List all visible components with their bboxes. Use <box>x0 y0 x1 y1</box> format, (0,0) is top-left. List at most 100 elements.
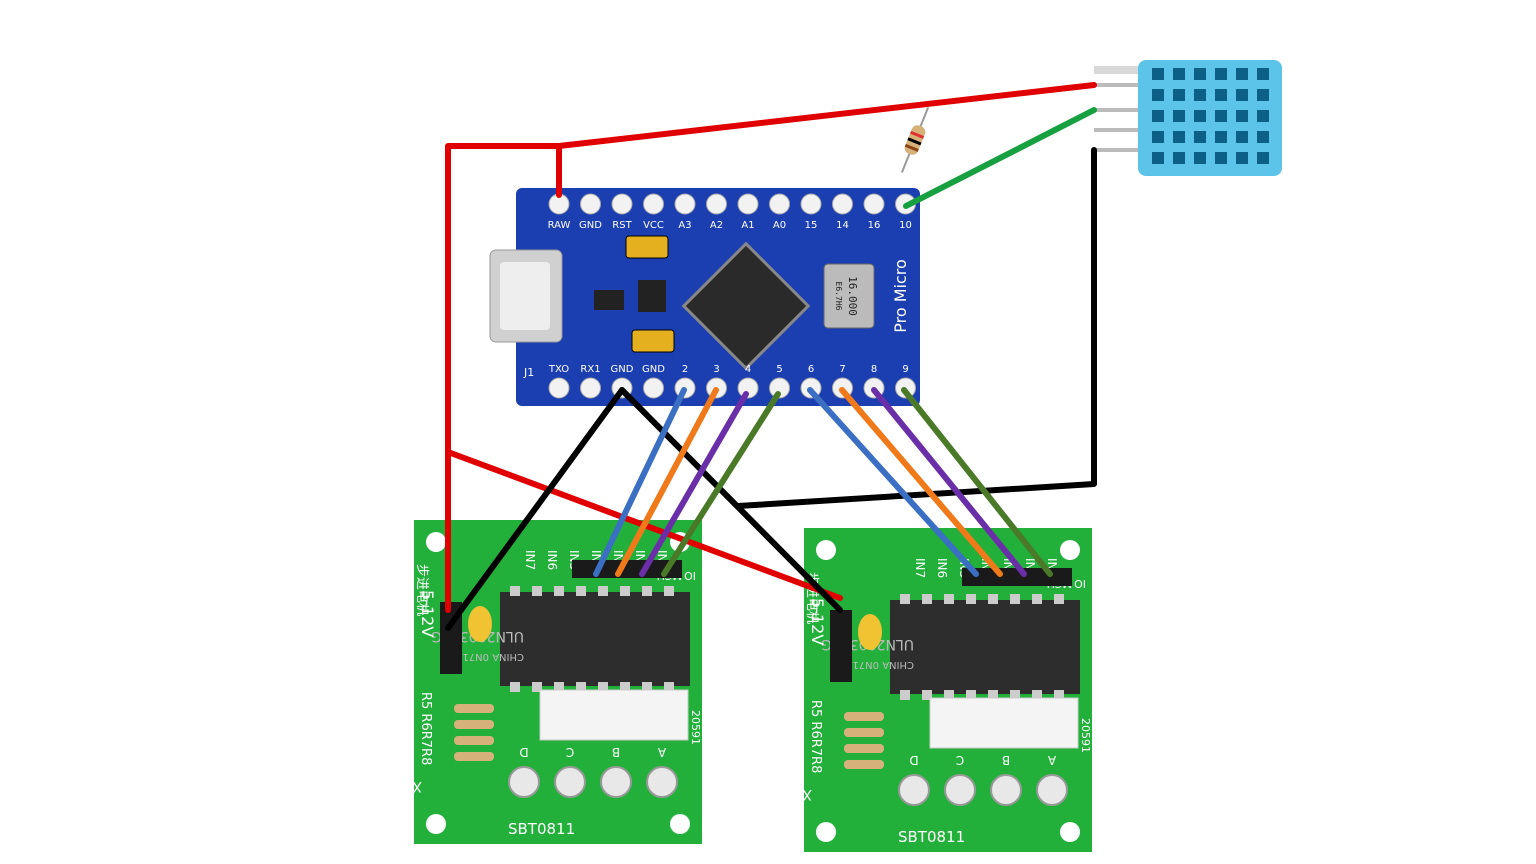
tantalum-cap-2 <box>631 329 675 353</box>
pin-label-top: RST <box>612 220 632 231</box>
pin-label-bottom: GND <box>642 364 665 375</box>
dht-vent-hole <box>1257 89 1269 101</box>
dht-vent-hole <box>1257 110 1269 122</box>
tantalum-cap-1 <box>625 235 669 259</box>
resistor <box>844 712 884 721</box>
dht-vent-hole <box>1257 152 1269 164</box>
mount-hole <box>816 822 836 842</box>
resistor-label: R5 R6R7R8 <box>808 700 823 773</box>
led <box>646 766 678 798</box>
wire-gnd-left-driver <box>445 387 625 631</box>
pin-label-top: A0 <box>773 220 786 231</box>
resistor <box>844 760 884 769</box>
input-label: IN7 <box>913 558 927 578</box>
wire-vcc-dht <box>556 82 1097 198</box>
wire-pin7-in2-right <box>839 387 1003 577</box>
input-header <box>962 568 1072 586</box>
wire-pin9-in4-right <box>901 387 1053 577</box>
led-label: B <box>612 745 620 759</box>
resistor <box>454 736 494 745</box>
dht-sensor <box>1094 60 1282 176</box>
resistor <box>844 744 884 753</box>
board-code: XI13647 <box>364 778 422 794</box>
motor-connector <box>539 689 689 741</box>
dht-vent-hole <box>1236 110 1248 122</box>
uln2003-chip <box>890 600 1080 694</box>
model-label: SBT0811 <box>898 828 965 846</box>
io-label: IO <box>1074 577 1086 590</box>
led-label: B <box>1002 753 1010 767</box>
led-label: C <box>956 753 964 767</box>
pin-label-bottom: 6 <box>808 364 814 375</box>
dht-vent-hole <box>1215 131 1227 143</box>
pullup-resistor <box>900 107 930 173</box>
crystal-label: 16.000 <box>846 276 859 316</box>
mount-hole <box>816 540 836 560</box>
io-label: IO <box>684 569 696 582</box>
led <box>898 774 930 806</box>
dht-vent-hole <box>1152 68 1164 80</box>
pin-label-top: 15 <box>805 220 818 231</box>
chip-sub-label: CHINA 0N711F <box>450 651 524 662</box>
pin-label-bottom: 9 <box>902 364 908 375</box>
regulator <box>638 280 666 312</box>
pin-top-6 <box>737 193 759 215</box>
dht-vent-hole <box>1236 68 1248 80</box>
diode <box>594 290 624 310</box>
dht-vent-hole <box>1194 110 1206 122</box>
capacitor <box>858 614 882 650</box>
dht-vent-hole <box>1194 89 1206 101</box>
wire-vcc-left-driver <box>445 143 562 613</box>
wire-pin2-in1-left <box>593 387 687 577</box>
mcu-chip <box>681 241 811 371</box>
pin-bottom-6 <box>737 377 759 399</box>
pin-label-bottom: 5 <box>776 364 782 375</box>
pin-label-top: 14 <box>836 220 849 231</box>
wire-dht-data <box>903 107 1097 209</box>
pin-label-bottom: TXO <box>548 364 569 375</box>
model-label: SBT0811 <box>508 820 575 838</box>
wire-pin4-in3-left <box>639 391 749 577</box>
resistor <box>454 752 494 761</box>
dht-vent-hole <box>1236 89 1248 101</box>
pin-label-bottom: RX1 <box>580 364 600 375</box>
stepper-driver-left: IN7IN6IN5IN4IN3IN2IN1MCUIO步进电机ULN2003APG… <box>364 520 702 844</box>
resistor-label: R5 R6R7R8 <box>418 692 433 765</box>
pin-top-10 <box>863 193 885 215</box>
mount-hole <box>1060 822 1080 842</box>
usb-port <box>500 262 550 330</box>
led-label: D <box>519 745 528 759</box>
pin-bottom-0 <box>548 377 570 399</box>
crystal-code: E6.7H6 <box>834 282 843 311</box>
pin-label-top: RAW <box>548 220 571 231</box>
dht-vent-grid <box>1152 68 1269 164</box>
led <box>554 766 586 798</box>
input-label: IN6 <box>545 550 559 570</box>
j1-label: J1 <box>523 366 534 379</box>
wires <box>445 82 1097 631</box>
pin-top-3 <box>643 193 664 215</box>
dht-vent-hole <box>1236 152 1248 164</box>
dht-vent-hole <box>1194 68 1206 80</box>
power-jumper <box>830 610 852 682</box>
pin-top-7 <box>769 193 790 215</box>
dht-vent-hole <box>1152 131 1164 143</box>
pin-label-bottom: 4 <box>745 364 751 375</box>
dht-vent-hole <box>1152 110 1164 122</box>
crystal <box>823 263 875 329</box>
led-label: A <box>657 745 666 759</box>
voltage-label: 5-12V <box>808 598 827 645</box>
chinese-label: 步进电机 <box>414 564 429 616</box>
pin-bottom-7 <box>769 377 790 399</box>
capacitor <box>468 606 492 642</box>
dht-vent-hole <box>1215 68 1227 80</box>
pin-label-top: GND <box>579 220 602 231</box>
pin-top-1 <box>580 193 601 215</box>
dht-vent-hole <box>1173 152 1185 164</box>
dht-vent-hole <box>1152 89 1164 101</box>
pin-label-top: A1 <box>741 220 754 231</box>
dht-vent-hole <box>1215 110 1227 122</box>
mount-hole <box>670 814 690 834</box>
input-label: IN7 <box>523 550 537 570</box>
